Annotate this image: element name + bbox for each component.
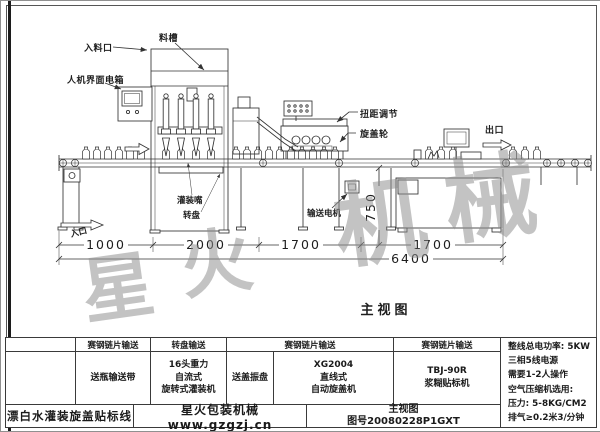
cap-vibratory-bowl (283, 100, 313, 121)
hmi-box-label: 人机界面电箱 (66, 74, 124, 86)
line-name: 漂白水灌装旋盖贴标线 (5, 404, 134, 428)
cell-feed-belt: 送瓶输送带 (75, 351, 151, 405)
outlet-label: 出口 (485, 124, 504, 136)
feed-inlet-label: 入料口 (83, 42, 113, 54)
left-border-line (8, 1, 11, 431)
cell-filler: 16头重力 自流式 旋转式灌装机 (150, 351, 227, 405)
inlet-arrow-icon (60, 219, 105, 231)
dim-1000: 1000 (86, 237, 126, 252)
torque-adjust-label: 扭距调节 (360, 108, 398, 120)
drawing-number: 图号20080228P1GXT (347, 416, 460, 427)
cell-capper: XG2004 直线式 自动旋盖机 (273, 351, 394, 405)
cell-labeler: TBJ-90R 浆糊贴标机 (393, 351, 501, 405)
conveyor-legs (57, 167, 578, 231)
view-title: 主视图 (360, 302, 411, 318)
cell-cap-bowl: 送盖振盘 (226, 351, 274, 405)
table-cell-empty (5, 337, 76, 352)
title-view-label: 主视图 (388, 404, 419, 415)
line-specs: 整线总电功率: 5KW 三相5线电源 需要1-2人操作 空气压缩机选用: 压力:… (500, 337, 597, 428)
machine-line-drawing: 入料口 料槽 人机界面电箱 扭距调节 旋盖轮 出口 灌装嘴 转盘 输送电机 入口 (55, 32, 592, 318)
dim-1700-b: 1700 (413, 237, 453, 252)
header-turntable: 转盘输送 (150, 337, 227, 352)
conveyor-motor-label: 输送电机 (307, 208, 342, 219)
trough-label: 料槽 (159, 32, 178, 44)
header-conveyor-3: 赛钢链片输送 (393, 337, 501, 352)
dim-6400: 6400 (391, 251, 431, 266)
cap-elevator (232, 96, 299, 155)
flow-arrow-icon (124, 142, 150, 156)
table-cell-empty (5, 351, 76, 405)
hmi-control-box (117, 86, 153, 122)
header-conveyor-1: 赛钢链片输送 (75, 337, 151, 352)
capping-machine (280, 118, 349, 159)
turntable-platform (158, 166, 224, 174)
monitor-screen (443, 128, 470, 159)
company-name: 星火包装机械 www.gzgzj.cn (133, 403, 307, 431)
leader-lines (104, 42, 358, 213)
turntable-label: 转盘 (183, 210, 201, 221)
spec-table: 赛钢链片输送 转盘输送 赛钢链片输送 赛钢链片输送 送瓶输送带 16头重力 自流… (5, 337, 597, 431)
labeling-machine (395, 149, 502, 233)
dim-2000: 2000 (186, 237, 226, 252)
dim-750: 750 (363, 192, 378, 222)
conveyor-motor-box (344, 180, 360, 194)
view-and-drawing-no: 主视图 图号20080228P1GXT (306, 404, 501, 428)
outlet-arrow-icon (482, 139, 512, 151)
dim-1700-a: 1700 (281, 237, 321, 252)
filling-nozzle-label: 灌装嘴 (177, 195, 203, 206)
header-conveyor-2: 赛钢链片输送 (226, 337, 394, 352)
dimension-lines (55, 164, 507, 265)
inlet-label: 入口 (68, 226, 88, 240)
filling-machine (149, 48, 230, 234)
cap-wheel-label: 旋盖轮 (359, 128, 389, 140)
